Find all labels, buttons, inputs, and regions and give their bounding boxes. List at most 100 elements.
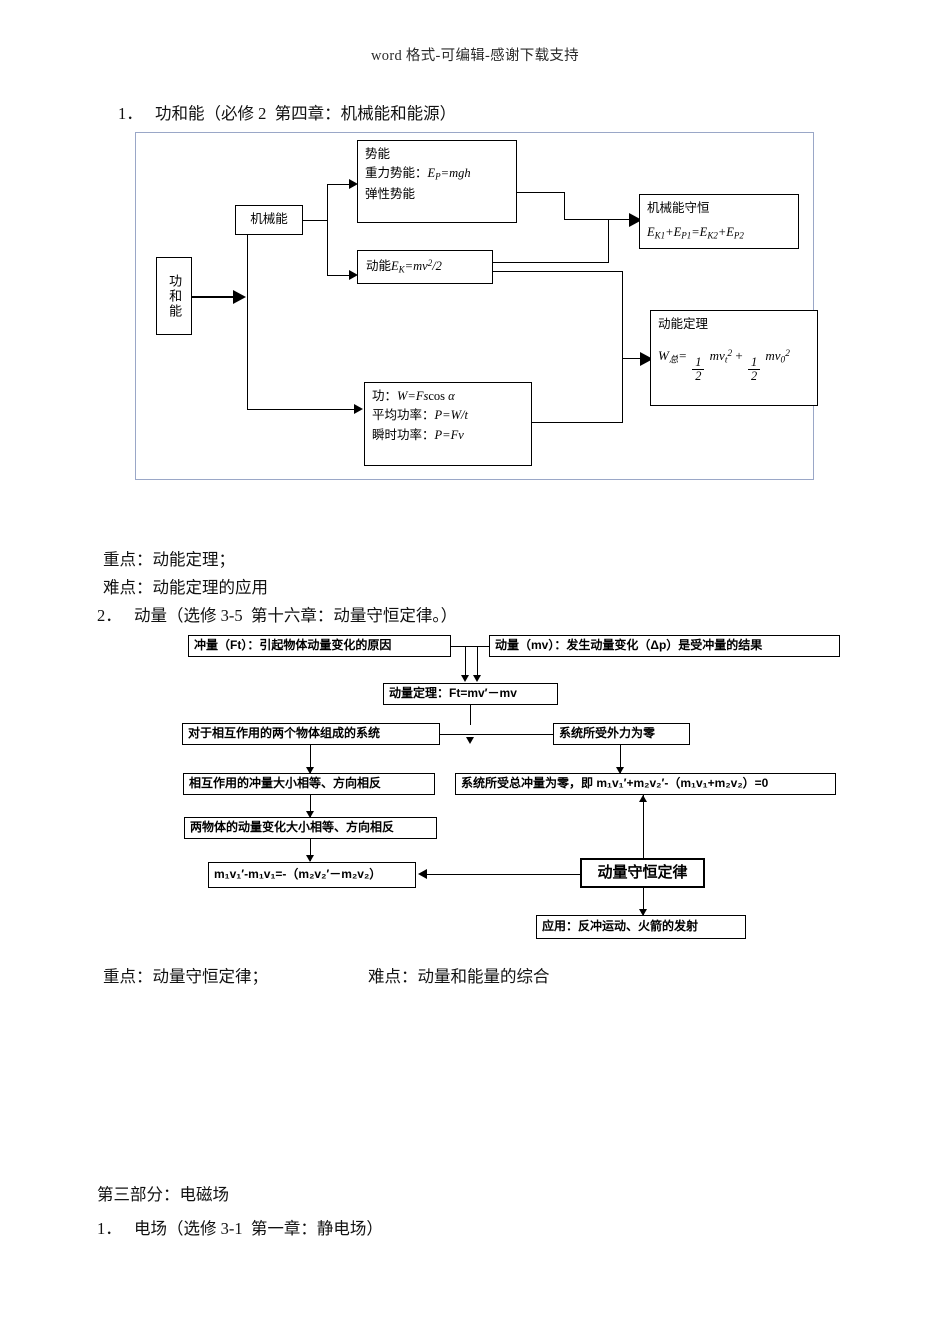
connector-trunk-to-work bbox=[247, 409, 357, 410]
connector-right-down-row3 bbox=[620, 745, 621, 773]
section-2-title: 动量（选修 3-5 第十六章：动量守恒定律。） bbox=[134, 606, 458, 625]
box-momentum-label: 动量（mv）：发生动量变化（Δp）是受冲量的结果 bbox=[495, 638, 763, 653]
potential-line-1: 势能 bbox=[365, 147, 391, 161]
arrow-to-potential bbox=[349, 179, 358, 189]
connector-impulse-down bbox=[477, 646, 478, 680]
arrow-right-down-row3 bbox=[616, 767, 624, 774]
connector-potential-right bbox=[517, 192, 565, 193]
box-mechanical-energy: 机械能 bbox=[235, 205, 303, 235]
section-1-number: 1． bbox=[118, 104, 143, 123]
arrow-to-work bbox=[354, 404, 363, 414]
note-difficulty-1: 难点：动能定理的应用 bbox=[103, 578, 268, 597]
box-mechanical-energy-label: 机械能 bbox=[250, 212, 288, 227]
connector-mech-branch-vertical bbox=[327, 184, 328, 276]
connector-left-down-row3 bbox=[310, 745, 311, 773]
part3-item-title: 电场（选修 3-1 第一章：静电场） bbox=[134, 1219, 383, 1238]
conservation-formula: EK1+EP1=EK2+EP2 bbox=[647, 225, 744, 241]
connector-kinetic-right-2 bbox=[493, 271, 623, 272]
diagram-momentum: 冲量（Ft）：引起物体动量变化的原因 动量（mv）：发生动量变化（Δp）是受冲量… bbox=[0, 625, 950, 950]
arrow-law-to-application bbox=[639, 909, 647, 916]
connector-row2-link bbox=[440, 734, 553, 735]
box-work-and-energy-label: 功和能 bbox=[167, 273, 183, 319]
diagram-work-and-energy: 功和能 机械能 势能 重力势能：EP=mgh 弹性势能 动能 EK=mv bbox=[135, 132, 818, 482]
note-focus-2: 重点：动量守恒定律； bbox=[103, 967, 268, 986]
arrow-to-kinetic bbox=[349, 270, 358, 280]
box-momentum-change-equal: 两物体的动量变化大小相等、方向相反 bbox=[184, 817, 437, 839]
arrow-to-conservation bbox=[629, 213, 642, 227]
box-total-impulse-zero-label: 系统所受总冲量为零，即 m₁v₁′+m₂v₂′-（m₁v₁+m₂v₂）=0 bbox=[461, 776, 769, 791]
page-header-watermark: word 格式-可编辑-感谢下载支持 bbox=[371, 48, 579, 64]
connector-law-to-application bbox=[643, 888, 644, 915]
connector-law-to-formula bbox=[424, 874, 580, 875]
theorem-title: 动能定理 bbox=[658, 317, 709, 331]
diagram1-frame bbox=[135, 132, 814, 480]
box-final-formula-label: m₁v₁′-m₁v₁=-（m₂v₂′－m₂v₂） bbox=[214, 867, 382, 882]
box-potential-energy: 势能 重力势能：EP=mgh 弹性势能 bbox=[357, 140, 517, 223]
potential-line-2-formula: EP=mgh bbox=[427, 166, 471, 182]
work-line-3: 瞬时功率：P=Fv bbox=[372, 427, 464, 442]
arrow-row2-down-marker bbox=[466, 737, 474, 744]
box-mechanical-energy-conservation: 机械能守恒 EK1+EP1=EK2+EP2 bbox=[639, 194, 799, 249]
kinetic-formula: EK=mv2/2 bbox=[391, 257, 442, 275]
connector-row4-down bbox=[310, 839, 311, 861]
box-zero-external-force: 系统所受外力为零 bbox=[553, 723, 690, 745]
note-focus-1: 重点：动能定理； bbox=[103, 550, 235, 569]
connector-mech-right bbox=[303, 220, 328, 221]
box-momentum: 动量（mv）：发生动量变化（Δp）是受冲量的结果 bbox=[489, 635, 840, 657]
box-kinetic-energy: 动能 EK=mv2/2 bbox=[357, 250, 493, 284]
connector-theorem-down bbox=[470, 705, 471, 725]
box-impulse: 冲量（Ft）：引起物体动量变化的原因 bbox=[188, 635, 451, 657]
box-application: 应用：反冲运动、火箭的发射 bbox=[536, 915, 746, 939]
potential-line-3: 弹性势能 bbox=[365, 186, 416, 201]
part3-item-number: 1． bbox=[97, 1219, 122, 1238]
potential-line-2: 重力势能：EP=mgh bbox=[365, 164, 509, 184]
box-impulse-equal-opposite: 相互作用的冲量大小相等、方向相反 bbox=[183, 773, 435, 795]
arrow-left-down-row3 bbox=[306, 767, 314, 774]
arrow-to-momentum-theorem-right bbox=[473, 675, 481, 682]
box-two-body-system: 对于相互作用的两个物体组成的系统 bbox=[182, 723, 440, 745]
arrow-to-theorem bbox=[640, 352, 653, 366]
arrow-law-to-formula bbox=[418, 869, 427, 879]
box-impulse-equal-opposite-label: 相互作用的冲量大小相等、方向相反 bbox=[189, 776, 382, 791]
connector-kinetic-right bbox=[493, 262, 609, 263]
arrow-start-to-branch bbox=[233, 290, 246, 304]
connector-momentum-down bbox=[465, 646, 466, 680]
box-zero-external-force-label: 系统所受外力为零 bbox=[559, 726, 656, 741]
connector-to-theorem bbox=[622, 358, 644, 359]
section-2-number: 2． bbox=[97, 606, 122, 625]
box-momentum-change-equal-label: 两物体的动量变化大小相等、方向相反 bbox=[190, 820, 395, 835]
arrow-to-momentum-theorem-left bbox=[461, 675, 469, 682]
connector-momentum-left bbox=[465, 646, 489, 647]
connector-potential-down bbox=[564, 192, 565, 220]
box-work-power: 功：W=Fscos α 平均功率：P=W/t 瞬时功率：P=Fv bbox=[364, 382, 532, 466]
box-final-formula: m₁v₁′-m₁v₁=-（m₂v₂′－m₂v₂） bbox=[208, 862, 416, 888]
work-line-2: 平均功率：P=W/t bbox=[372, 408, 468, 423]
connector-to-kinetic bbox=[327, 275, 352, 276]
connector-to-potential bbox=[327, 184, 352, 185]
connector-kinetic-up bbox=[608, 219, 609, 262]
connector-work-right bbox=[532, 422, 622, 423]
box-total-impulse-zero: 系统所受总冲量为零，即 m₁v₁′+m₂v₂′-（m₁v₁+m₂v₂）=0 bbox=[455, 773, 836, 795]
section-1-title: 功和能（必修 2 第四章：机械能和能源） bbox=[155, 104, 457, 123]
box-momentum-theorem-label: 动量定理：Ft=mv′－mv bbox=[389, 686, 517, 701]
part3-heading: 第三部分：电磁场 bbox=[97, 1185, 229, 1204]
arrow-total-impulse-to-law bbox=[639, 795, 647, 802]
note-difficulty-2: 难点：动量和能量的综合 bbox=[368, 967, 550, 986]
conservation-title: 机械能守恒 bbox=[647, 201, 710, 215]
connector-impulse-right bbox=[451, 646, 478, 647]
connector-merge-top bbox=[564, 219, 609, 220]
connector-work-up-theorem bbox=[622, 358, 623, 423]
arrow-row3-left-down bbox=[306, 811, 314, 818]
connector-start-right bbox=[192, 296, 235, 298]
kinetic-label: 动能 bbox=[366, 259, 392, 274]
box-impulse-label: 冲量（Ft）：引起物体动量变化的原因 bbox=[194, 638, 392, 653]
connector-row3-left-down bbox=[310, 795, 311, 817]
connector-kinetic-down-theorem bbox=[622, 271, 623, 359]
connector-trunk-vertical bbox=[247, 220, 248, 410]
arrow-row4-down bbox=[306, 855, 314, 862]
box-momentum-theorem: 动量定理：Ft=mv′－mv bbox=[383, 683, 558, 705]
box-work-and-energy: 功和能 bbox=[156, 257, 192, 335]
